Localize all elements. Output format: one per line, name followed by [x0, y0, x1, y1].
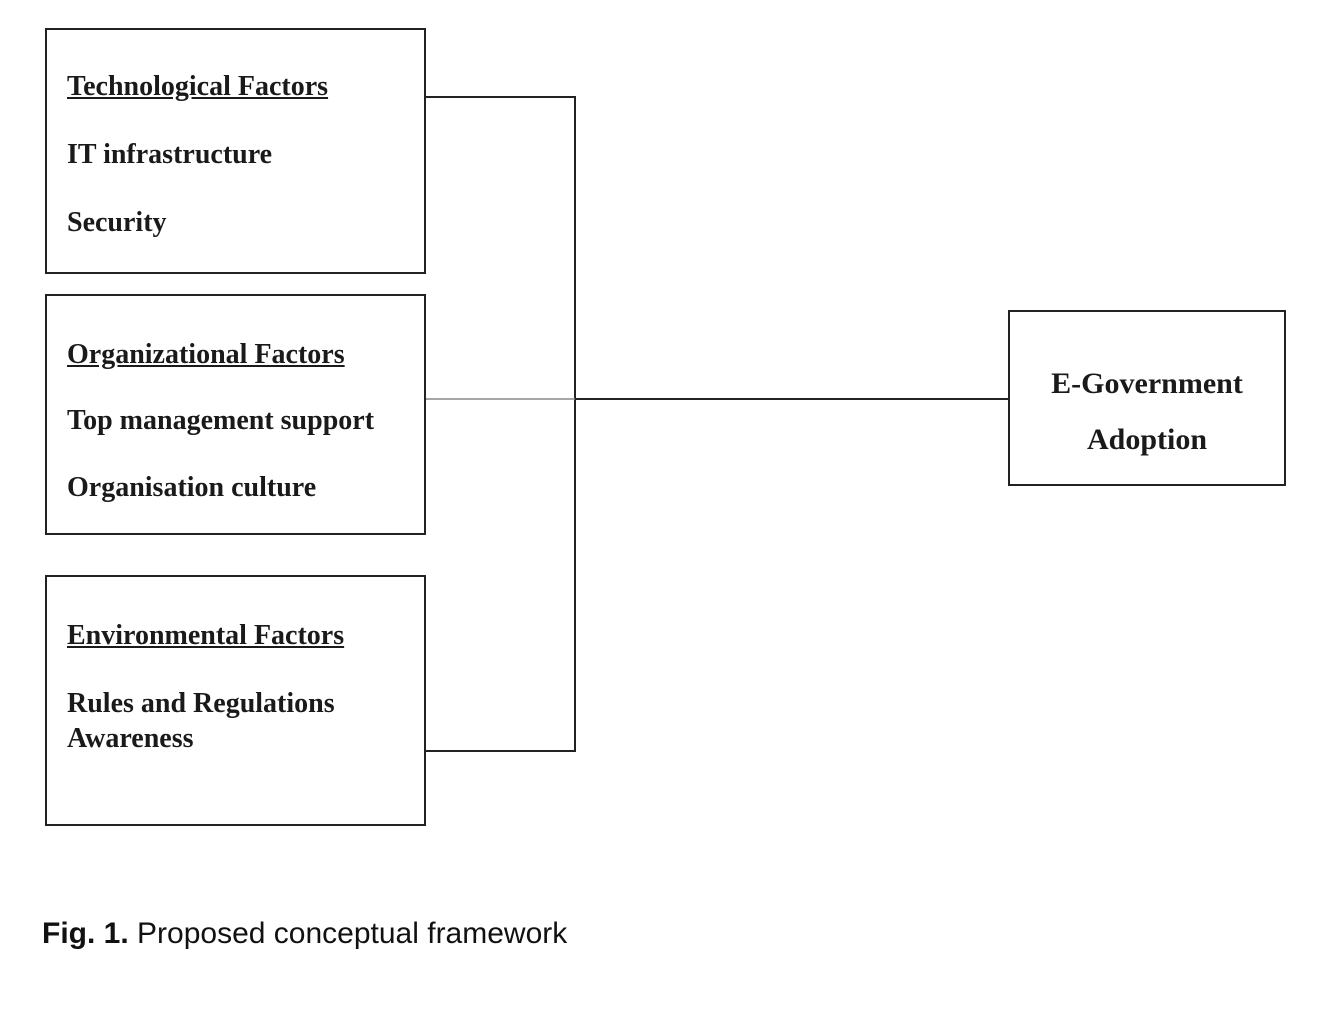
organizational-factor-item: Organisation culture [67, 472, 317, 503]
technological-factor-item: IT infrastructure [67, 139, 273, 170]
figure-caption-text: Proposed conceptual framework [137, 917, 568, 950]
technological-factors-box: Technological Factors IT infrastructure … [45, 28, 426, 274]
egovernment-adoption-label: E-Government Adoption [1010, 356, 1284, 468]
environmental-factors-box: Environmental Factors Rules and Regulati… [45, 575, 426, 826]
environmental-factors-title: Environmental Factors [67, 620, 345, 651]
egovernment-adoption-line2: Adoption [1086, 423, 1208, 456]
technological-factor-item: Security [67, 207, 167, 238]
figure-caption: Fig. 1. Proposed conceptual framework [42, 914, 567, 954]
organizational-factors-box: Organizational Factors Top management su… [45, 294, 426, 535]
environmental-factor-item: Rules and Regulations [67, 688, 335, 719]
organizational-factor-item: Top management support [67, 405, 375, 436]
egovernment-adoption-line1: E-Government [1051, 367, 1243, 400]
egovernment-adoption-box: E-Government Adoption [1008, 310, 1286, 486]
environmental-factor-item: Awareness [67, 723, 194, 754]
technological-factors-title: Technological Factors [67, 71, 329, 102]
organizational-factors-title: Organizational Factors [67, 339, 345, 370]
figure-caption-label: Fig. 1. [42, 917, 129, 950]
